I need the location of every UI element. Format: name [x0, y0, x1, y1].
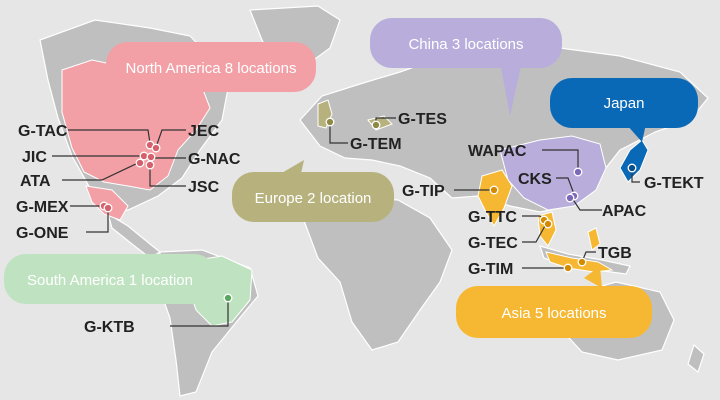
japan-callout-label: Japan	[604, 95, 645, 112]
marker-jec[interactable]	[151, 143, 161, 153]
label-g-tec: G-TEC	[468, 235, 518, 252]
asia-callout-label: Asia 5 locations	[501, 305, 606, 322]
label-g-tem: G-TEM	[350, 136, 402, 153]
callout-china: China 3 locations	[370, 18, 562, 116]
callout-asia: Asia 5 locations	[456, 266, 652, 338]
marker-g-tekt[interactable]	[627, 163, 637, 173]
label-ata: ATA	[20, 173, 51, 190]
marker-g-tes[interactable]	[371, 120, 381, 130]
marker-g-tim[interactable]	[563, 263, 573, 273]
marker-g-ktb[interactable]	[223, 293, 233, 303]
label-g-tip: G-TIP	[402, 183, 445, 200]
marker-jsc[interactable]	[145, 160, 155, 170]
label-apac: APAC	[602, 203, 647, 220]
label-g-tac: G-TAC	[18, 123, 68, 140]
label-jsc: JSC	[188, 179, 220, 196]
china-callout-label: China 3 locations	[408, 36, 523, 53]
india-region	[477, 169, 513, 228]
label-jec: JEC	[188, 123, 220, 140]
marker-g-one[interactable]	[103, 203, 113, 213]
label-g-ttc: G-TTC	[468, 209, 517, 226]
north-america-callout-label: North America 8 locations	[126, 60, 297, 77]
japan-region	[619, 139, 649, 183]
china-region	[499, 135, 607, 211]
callout-south-america: South America 1 location	[4, 254, 222, 304]
label-cks: CKS	[518, 171, 552, 188]
label-g-mex: G-MEX	[16, 199, 69, 216]
label-g-tekt: G-TEKT	[644, 175, 704, 192]
africa-land	[299, 195, 453, 351]
europe-callout-label: Europe 2 location	[255, 190, 372, 207]
label-wapac: WAPAC	[468, 143, 527, 160]
marker-g-tec[interactable]	[543, 219, 553, 229]
location-labels: G-TAC JIC ATA G-MEX G-ONE JEC G-NAC JSC …	[16, 111, 704, 336]
callout-japan: Japan	[550, 78, 698, 142]
new-zealand-land	[687, 343, 705, 374]
marker-wapac[interactable]	[573, 167, 583, 177]
philippines-region	[587, 227, 601, 251]
label-g-nac: G-NAC	[188, 151, 241, 168]
label-g-tes: G-TES	[398, 111, 447, 128]
south-america-callout-label: South America 1 location	[27, 272, 193, 289]
label-tgb: TGB	[598, 245, 632, 262]
marker-apac[interactable]	[565, 193, 575, 203]
label-g-one: G-ONE	[16, 225, 69, 242]
marker-jic[interactable]	[139, 151, 149, 161]
label-jic: JIC	[22, 149, 47, 166]
callout-north-america: North America 8 locations	[106, 42, 316, 110]
callout-europe: Europe 2 location	[232, 160, 394, 222]
marker-g-tem[interactable]	[325, 117, 335, 127]
marker-tgb[interactable]	[577, 257, 587, 267]
label-g-ktb: G-KTB	[84, 319, 135, 336]
location-markers	[99, 117, 637, 303]
label-g-tim: G-TIM	[468, 261, 513, 278]
marker-g-tip[interactable]	[489, 185, 499, 195]
marker-g-nac[interactable]	[146, 152, 156, 162]
marker-ata[interactable]	[135, 158, 145, 168]
highlighted-countries	[61, 59, 649, 327]
